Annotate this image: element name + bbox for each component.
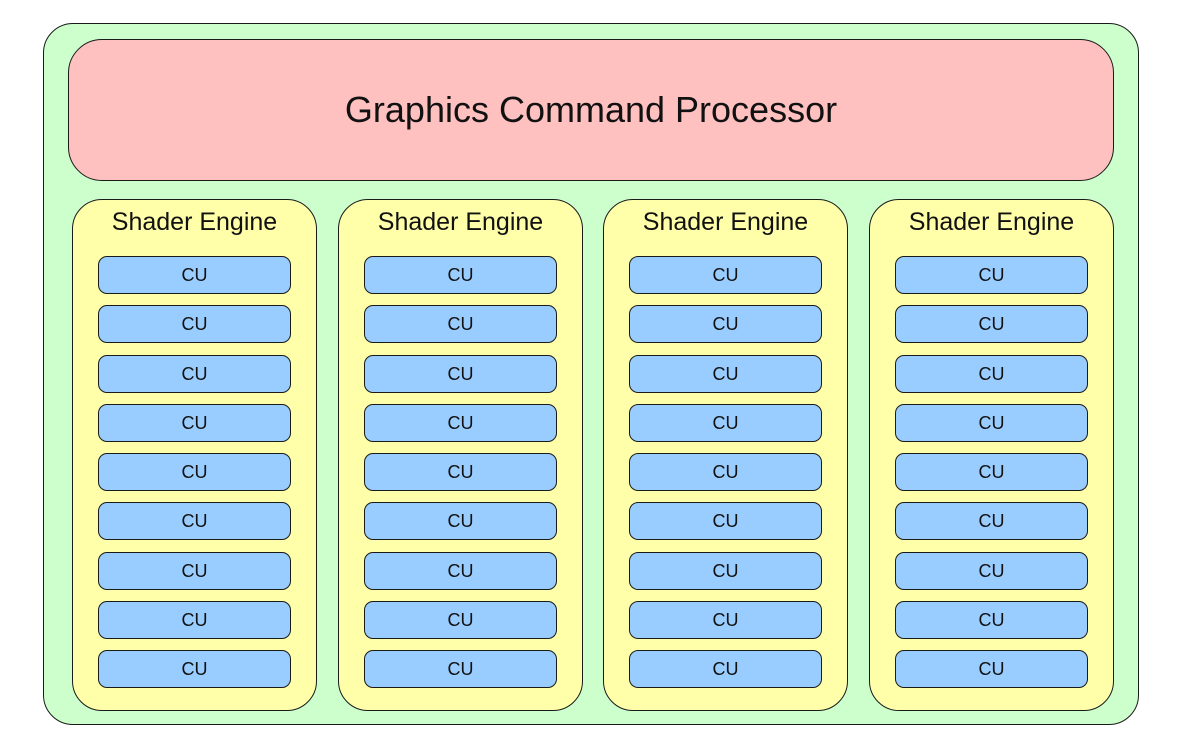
compute-unit: CU xyxy=(895,650,1088,688)
compute-unit: CU xyxy=(629,552,822,590)
compute-unit: CU xyxy=(895,256,1088,294)
compute-unit: CU xyxy=(98,502,291,540)
compute-unit: CU xyxy=(895,355,1088,393)
compute-unit: CU xyxy=(98,256,291,294)
compute-unit: CU xyxy=(895,502,1088,540)
compute-unit: CU xyxy=(364,453,557,491)
compute-unit: CU xyxy=(364,404,557,442)
compute-unit: CU xyxy=(629,601,822,639)
compute-unit: CU xyxy=(629,404,822,442)
compute-unit: CU xyxy=(98,404,291,442)
shader-engine-1: Shader Engine CU CU CU CU CU CU CU CU CU xyxy=(72,199,317,711)
compute-unit: CU xyxy=(629,502,822,540)
compute-unit: CU xyxy=(629,453,822,491)
shader-engine-title: Shader Engine xyxy=(908,208,1075,236)
compute-unit: CU xyxy=(895,305,1088,343)
compute-unit: CU xyxy=(364,601,557,639)
shader-engine-2: Shader Engine CU CU CU CU CU CU CU CU CU xyxy=(338,199,583,711)
shader-engine-title: Shader Engine xyxy=(642,208,809,236)
compute-unit: CU xyxy=(98,355,291,393)
compute-unit: CU xyxy=(364,355,557,393)
compute-unit: CU xyxy=(895,601,1088,639)
graphics-command-processor: Graphics Command Processor xyxy=(68,39,1114,181)
compute-unit: CU xyxy=(98,305,291,343)
compute-unit: CU xyxy=(629,355,822,393)
compute-unit: CU xyxy=(98,552,291,590)
compute-unit: CU xyxy=(364,502,557,540)
compute-unit: CU xyxy=(364,305,557,343)
compute-unit: CU xyxy=(629,650,822,688)
compute-unit: CU xyxy=(98,453,291,491)
shader-engine-title: Shader Engine xyxy=(111,208,278,236)
shader-engine-4: Shader Engine CU CU CU CU CU CU CU CU CU xyxy=(869,199,1114,711)
compute-unit: CU xyxy=(364,552,557,590)
shader-engine-title: Shader Engine xyxy=(377,208,544,236)
compute-unit: CU xyxy=(98,650,291,688)
compute-unit: CU xyxy=(364,256,557,294)
compute-unit: CU xyxy=(895,552,1088,590)
graphics-command-processor-label: Graphics Command Processor xyxy=(344,89,838,130)
compute-unit: CU xyxy=(364,650,557,688)
compute-unit: CU xyxy=(895,404,1088,442)
compute-unit: CU xyxy=(629,305,822,343)
compute-unit: CU xyxy=(629,256,822,294)
shader-engine-3: Shader Engine CU CU CU CU CU CU CU CU CU xyxy=(603,199,848,711)
compute-unit: CU xyxy=(895,453,1088,491)
compute-unit: CU xyxy=(98,601,291,639)
